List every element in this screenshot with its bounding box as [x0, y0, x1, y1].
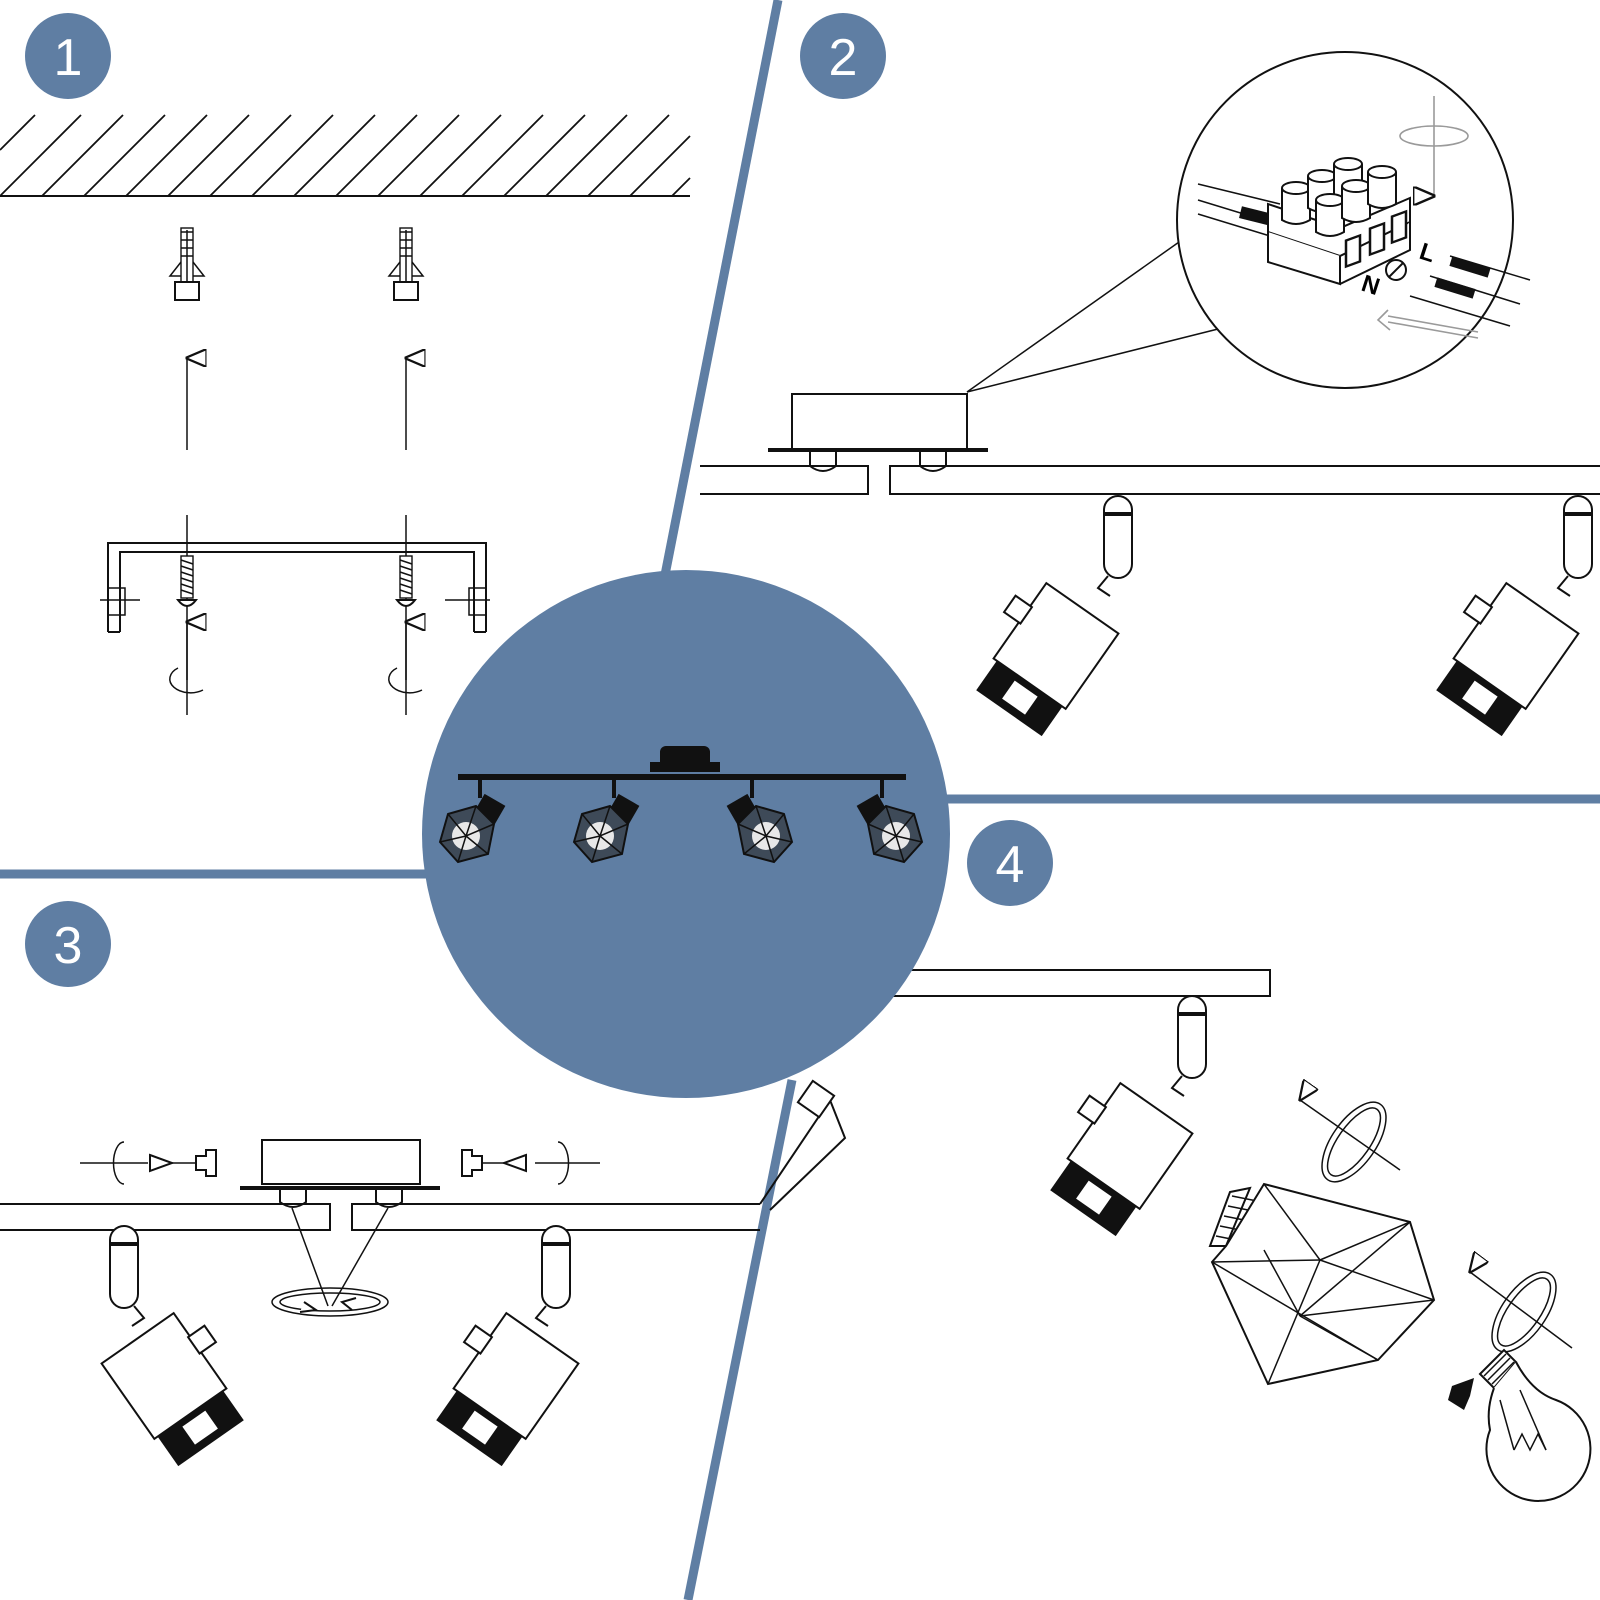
ceiling-hatch — [0, 114, 691, 197]
wall-plug-left — [168, 227, 206, 301]
screw-insert-right — [461, 1141, 600, 1185]
product-spot — [438, 780, 506, 864]
product-spot — [572, 780, 640, 864]
wall-plug-right — [387, 227, 425, 301]
terminal-block-detail: N L — [1176, 51, 1531, 389]
rotate-icon — [1321, 1101, 1387, 1183]
rotate-icon — [112, 1141, 125, 1185]
rotate-icon — [1491, 1271, 1557, 1353]
rotate-icon — [557, 1141, 570, 1185]
step-badge-2: 2 — [800, 13, 886, 99]
cage-shade — [1208, 1182, 1436, 1386]
mounting-bracket — [100, 542, 490, 633]
rail-left — [700, 465, 869, 495]
swivel-indicator — [271, 1207, 389, 1317]
rail — [880, 969, 1271, 997]
panel-2-wiring: N L — [700, 51, 1600, 737]
step-number: 1 — [54, 29, 83, 87]
earth-symbol-icon — [1385, 259, 1407, 281]
spot-head — [976, 495, 1133, 737]
step-badge-1: 1 — [25, 13, 111, 99]
spot-head — [1050, 995, 1207, 1237]
spot-head — [436, 1225, 580, 1467]
spot-head — [100, 1225, 244, 1467]
rotate-icon — [1399, 125, 1469, 147]
step-number: 4 — [996, 836, 1025, 894]
rail-left — [0, 1203, 331, 1231]
step-badge-4: 4 — [967, 820, 1053, 906]
rotate-icon — [169, 667, 204, 694]
product-spot — [856, 780, 924, 864]
product-showcase — [422, 570, 950, 1098]
screw-left — [169, 515, 204, 715]
step-badge-3: 3 — [25, 901, 111, 987]
light-bulb-icon — [1448, 1348, 1592, 1502]
canopy-box — [261, 1139, 421, 1185]
light-bar — [458, 774, 906, 780]
rotate-icon — [388, 667, 423, 694]
spot-head — [1436, 495, 1593, 737]
step-number: 3 — [54, 917, 83, 975]
step-number: 2 — [829, 29, 858, 87]
product-circle — [422, 570, 950, 1098]
panel-1-mounting — [0, 114, 691, 715]
junction-box — [791, 393, 968, 451]
twist-arrow-1 — [1300, 1092, 1401, 1183]
screw-right — [388, 515, 423, 715]
twist-arrow-2 — [1470, 1262, 1573, 1353]
rail-right — [889, 465, 1600, 495]
screw-insert-left — [80, 1141, 217, 1185]
product-spot — [726, 780, 794, 864]
panel-3-attach — [0, 1079, 847, 1467]
panel-4-bulb — [880, 969, 1592, 1502]
